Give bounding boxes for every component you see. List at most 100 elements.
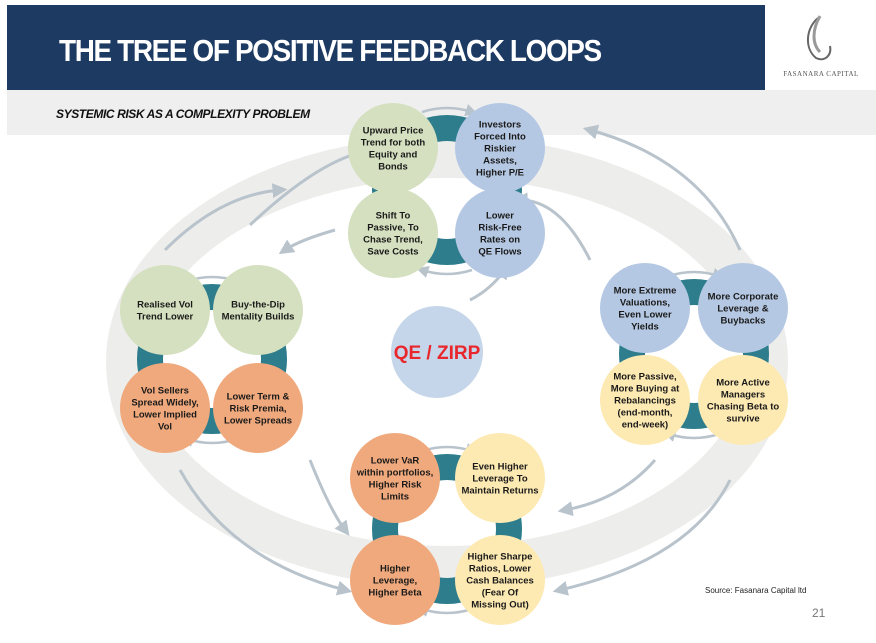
node-text-line: Riskier [484, 144, 516, 155]
title-banner: THE TREE OF POSITIVE FEEDBACK LOOPS [7, 5, 765, 90]
node-text-line: Leverage To [472, 474, 527, 485]
logo-text: FASANARA CAPITAL [783, 70, 859, 78]
node-text-line: Equity and [369, 150, 418, 161]
node-text-line: Buy-the-Dip [231, 300, 285, 311]
node-text-line: Limits [381, 492, 409, 503]
node-text-line: (Fear Of [482, 588, 519, 599]
node-circle [350, 433, 440, 523]
loop-node: More Passive,More Buying atRebalancings(… [600, 355, 690, 445]
loop-ring [137, 284, 287, 434]
loop-node: Lower Term &Risk Premia,Lower Spreads [213, 363, 303, 453]
node-text-line: Passive, To [367, 223, 419, 234]
node-text-line: More Extreme [614, 286, 677, 297]
node-text-line: Chasing Beta to [707, 402, 780, 413]
node-text-line: Rates on [480, 235, 520, 246]
node-text-line: Assets, [483, 156, 517, 167]
node-text-line: More Buying at [611, 384, 680, 395]
node-text-line: Higher Sharpe [468, 552, 533, 563]
node-circle [213, 265, 303, 355]
node-circle [348, 103, 438, 193]
source-note: Source: Fasanara Capital ltd [705, 586, 807, 595]
node-text-line: Even Higher [472, 462, 528, 473]
node-text-line: Even Lower [618, 310, 672, 321]
node-text-line: QE Flows [478, 247, 521, 258]
flow-arrow [278, 228, 336, 255]
node-text-line: Maintain Returns [461, 486, 538, 497]
node-circle [698, 355, 788, 445]
node-circle [455, 188, 545, 278]
node-text-line: Missing Out) [471, 600, 529, 611]
node-text-line: Higher [380, 564, 410, 575]
node-text-line: Shift To [376, 211, 411, 222]
node-text-line: Rebalancings [614, 396, 676, 407]
node-text-line: Mentality Builds [222, 312, 295, 323]
node-text-line: Realised Vol [137, 300, 193, 311]
slide-subtitle: SYSTEMIC RISK AS A COMPLEXITY PROBLEM [56, 107, 310, 121]
flow-arrow [163, 183, 288, 252]
node-text-line: Leverage & [717, 304, 768, 315]
node-text-line: Managers [721, 390, 765, 401]
node-circle [348, 188, 438, 278]
node-text-line: Buybacks [721, 316, 766, 327]
node-text-line: Lower VaR [371, 456, 420, 467]
node-circle [698, 263, 788, 353]
node-text-line: Upward Price [363, 126, 424, 137]
flow-arrow [178, 469, 353, 596]
feather-logo-icon [807, 15, 832, 61]
cycle-arrow [416, 265, 473, 278]
node-text-line: (end-month, [618, 408, 673, 419]
node-text-line: More Active [716, 378, 770, 389]
node-text-line: Vol Sellers [141, 386, 189, 397]
node-text-line: More Passive, [613, 372, 676, 383]
cycle-arrow [421, 104, 478, 117]
loop-ring [619, 279, 769, 429]
node-circle [213, 363, 303, 453]
flow-arrow [552, 479, 732, 596]
node-text-line: More Corporate [708, 292, 779, 303]
center-node: QE / ZIRP [391, 306, 483, 398]
node-text-line: end-week) [622, 420, 668, 431]
node-circle [455, 535, 545, 625]
slide-title: THE TREE OF POSITIVE FEEDBACK LOOPS [59, 33, 602, 68]
node-text-line: Ratios, Lower [469, 564, 532, 575]
company-logo: FASANARA CAPITAL [768, 8, 874, 92]
node-text-line: Spread Widely, [131, 398, 198, 409]
node-text-line: Yields [631, 322, 659, 333]
node-circle [600, 263, 690, 353]
node-text-line: Trend for both [361, 138, 426, 149]
flow-arrow [308, 459, 350, 537]
node-text-line: Bonds [378, 162, 408, 173]
node-text-line: Trend Lower [137, 312, 194, 323]
page-number: 21 [812, 606, 826, 620]
flow-arrow [557, 459, 657, 517]
node-text-line: Higher Risk [369, 480, 423, 491]
center-label: QE / ZIRP [394, 343, 481, 364]
node-text-line: Cash Balances [466, 576, 534, 587]
node-text-line: Lower Implied [133, 410, 197, 421]
node-text-line: Risk-Free [478, 223, 521, 234]
node-text-line: Valuations, [620, 298, 670, 309]
node-text-line: Lower [486, 211, 514, 222]
node-text-line: survive [726, 414, 759, 425]
node-text-line: Risk Premia, [229, 404, 286, 415]
node-circle [350, 535, 440, 625]
loop-ring [372, 454, 522, 604]
node-text-line: Lower Spreads [224, 416, 292, 427]
cycle-arrow [416, 604, 473, 617]
cycle-arrow [663, 429, 720, 442]
